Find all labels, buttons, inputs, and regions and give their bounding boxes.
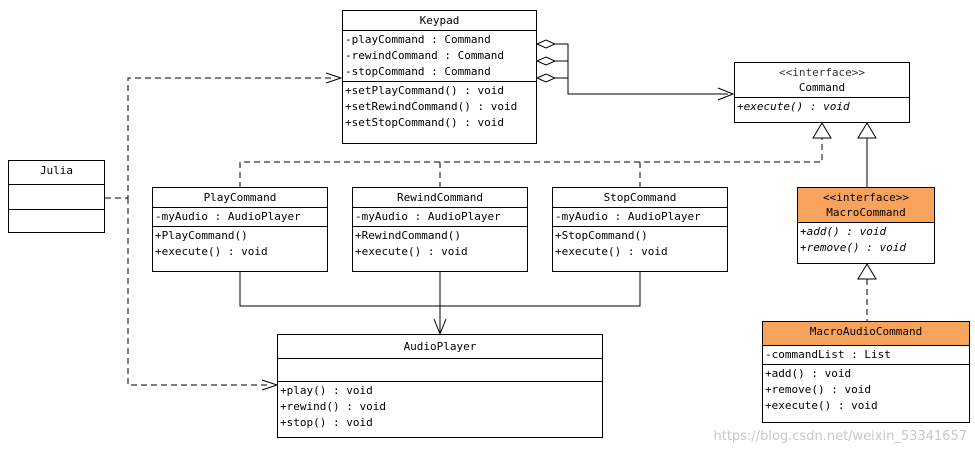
attribute: -playCommand : Command: [345, 33, 491, 46]
methods-section: [9, 210, 104, 232]
generalization-triangle-command: [857, 122, 877, 139]
attributes-section: [278, 359, 602, 382]
methods-section: +PlayCommand() +execute() : void: [153, 227, 327, 261]
stereotype: <<interface>>: [778, 66, 866, 79]
aggregation-diamond-stop: [535, 73, 557, 83]
class-name: PlayCommand: [153, 188, 327, 208]
class-audio-player: AudioPlayer +play() : void +rewind() : v…: [277, 334, 603, 438]
method: +remove() : void: [800, 241, 906, 254]
realization-triangle-macrocommand: [857, 263, 877, 280]
method: +execute() : void: [765, 399, 878, 412]
attribute: -myAudio : AudioPlayer: [555, 210, 701, 223]
class-name: Command: [798, 81, 846, 94]
methods-section: +play() : void +rewind() : void +stop() …: [278, 382, 602, 432]
dependency-julia-audioplayer: [127, 198, 270, 386]
class-name: StopCommand: [553, 188, 727, 208]
methods-section: +RewindCommand() +execute() : void: [353, 227, 527, 261]
attributes-section: -commandList : List: [763, 346, 969, 365]
class-stop-command: StopCommand -myAudio : AudioPlayer +Stop…: [552, 187, 728, 272]
attributes-section: -myAudio : AudioPlayer: [553, 208, 727, 227]
method: +add() : void: [765, 367, 852, 380]
class-command: <<interface>> Command +execute() : void: [734, 62, 910, 123]
class-header: <<interface>> MacroCommand: [798, 188, 934, 223]
method: +remove() : void: [765, 383, 871, 396]
method: +execute() : void: [737, 100, 850, 113]
method: +play() : void: [280, 384, 373, 397]
class-julia: Julia: [8, 160, 105, 233]
method: +stop() : void: [280, 416, 373, 429]
method: +PlayCommand(): [155, 229, 248, 242]
method: +setRewindCommand() : void: [345, 100, 518, 113]
attributes-section: [9, 185, 104, 210]
method: +execute() : void: [555, 245, 668, 258]
class-name: RewindCommand: [353, 188, 527, 208]
methods-section: +StopCommand() +execute() : void: [553, 227, 727, 261]
attribute: -commandList : List: [765, 348, 891, 361]
class-name: AudioPlayer: [278, 335, 602, 359]
aggregation-diamond-rewind: [535, 56, 557, 66]
method: +StopCommand(): [555, 229, 648, 242]
methods-section: +add() : void +remove() : void +execute(…: [763, 365, 969, 415]
method: +rewind() : void: [280, 400, 386, 413]
method: +execute() : void: [355, 245, 468, 258]
class-rewind-command: RewindCommand -myAudio : AudioPlayer +Re…: [352, 187, 528, 272]
attribute: -rewindCommand : Command: [345, 49, 504, 62]
methods-section: +execute() : void: [735, 98, 909, 116]
attributes-section: -myAudio : AudioPlayer: [353, 208, 527, 227]
class-name: MacroCommand: [826, 206, 906, 219]
class-header: <<interface>> Command: [735, 63, 909, 98]
attribute: -myAudio : AudioPlayer: [355, 210, 501, 223]
class-macro-audio-command: MacroAudioCommand -commandList : List +a…: [762, 321, 970, 423]
arrowhead-keypad: [325, 72, 343, 84]
method: +setPlayCommand() : void: [345, 84, 504, 97]
class-keypad: Keypad -playCommand : Command -rewindCom…: [342, 10, 537, 144]
method: +RewindCommand(): [355, 229, 461, 242]
methods-section: +setPlayCommand() : void +setRewindComma…: [343, 82, 536, 132]
aggregation-diamond-play: [535, 39, 557, 49]
stereotype: <<interface>>: [822, 191, 910, 204]
class-name: Keypad: [343, 11, 536, 31]
method: +add() : void: [800, 225, 887, 238]
attributes-section: -myAudio : AudioPlayer: [153, 208, 327, 227]
watermark: https://blog.csdn.net/weixin_53341657: [713, 429, 967, 444]
method: +execute() : void: [155, 245, 268, 258]
aggregation-line-play: [555, 43, 728, 95]
class-name: Julia: [9, 161, 104, 185]
class-play-command: PlayCommand -myAudio : AudioPlayer +Play…: [152, 187, 328, 272]
attribute: -myAudio : AudioPlayer: [155, 210, 301, 223]
attribute: -stopCommand : Command: [345, 65, 491, 78]
dependency-julia-keypad: [105, 77, 335, 199]
methods-section: +add() : void +remove() : void: [798, 223, 934, 257]
class-macro-command: <<interface>> MacroCommand +add() : void…: [797, 187, 935, 264]
realization-bus: [239, 138, 823, 188]
arrowhead-command: [717, 87, 735, 101]
realization-triangle-command: [812, 122, 832, 139]
attributes-section: -playCommand : Command -rewindCommand : …: [343, 31, 536, 82]
class-name: MacroAudioCommand: [763, 322, 969, 346]
method: +setStopCommand() : void: [345, 116, 504, 129]
